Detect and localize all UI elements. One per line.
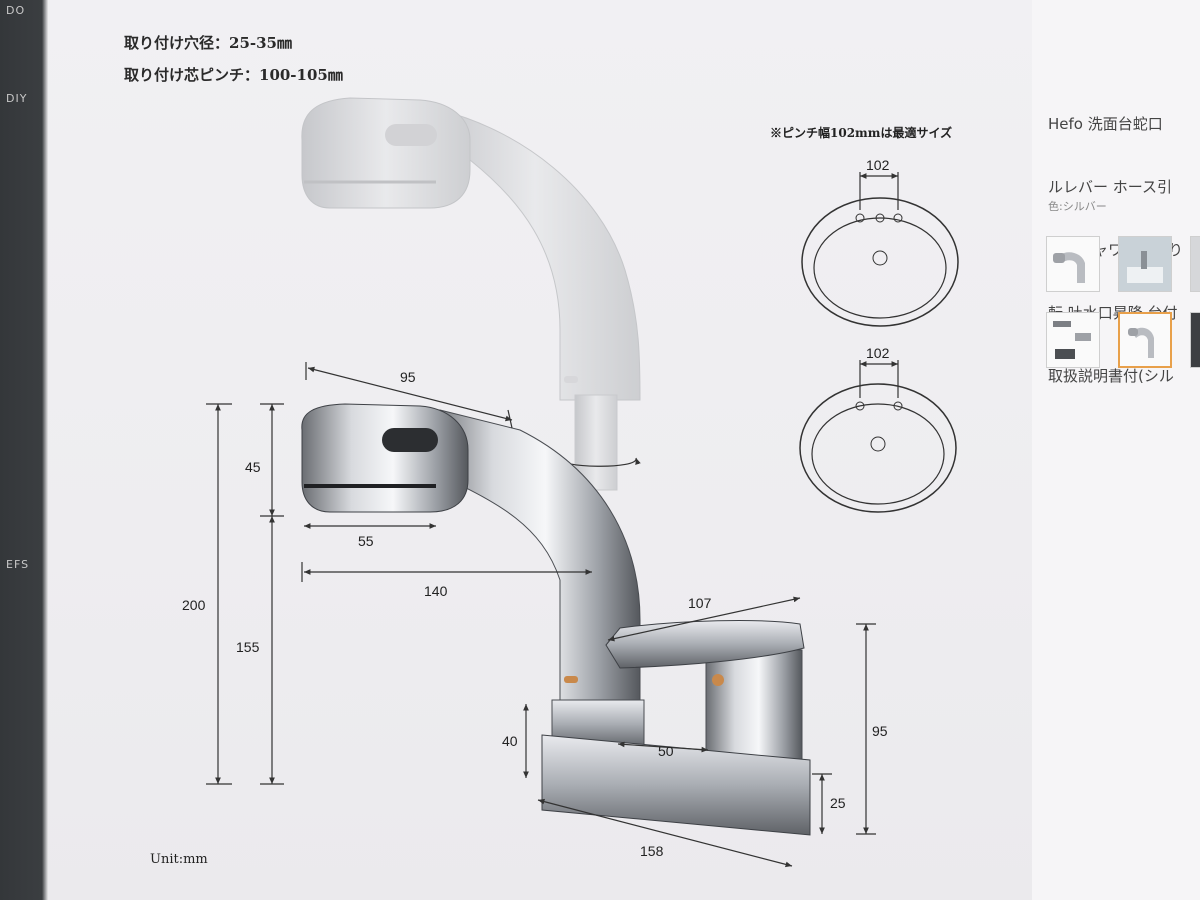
sink-bottom-diagram: 102	[799, 345, 957, 513]
thumbnail-1[interactable]	[1046, 236, 1100, 292]
faucet-dimension-diagram: 95 45 55 140 200 155 107 40 50 95 25 158…	[182, 97, 959, 868]
thumbnail-5[interactable]	[1118, 312, 1172, 368]
dim-label-total-height: 200	[182, 597, 206, 613]
product-title-line: ルレバー ホース引	[1048, 178, 1173, 196]
dimension-lines	[206, 362, 876, 868]
thumbnail-3[interactable]	[1190, 236, 1200, 292]
bathroom-thumb-icon	[1119, 237, 1171, 291]
product-title-line: Hefo 洗面台蛇口	[1048, 115, 1168, 133]
edge-text-do: DO	[6, 4, 26, 17]
product-info-panel: Hefo 洗面台蛇口 ルレバー ホース引 沫、シャワーが切り 転 吐水口昇降 台…	[1032, 0, 1200, 900]
product-title[interactable]: Hefo 洗面台蛇口 ルレバー ホース引 沫、シャワーが切り 転 吐水口昇降 台…	[1048, 72, 1200, 429]
edge-text-efs: EFS	[6, 558, 30, 571]
parts-thumb-icon	[1053, 321, 1091, 359]
dim-label-spout-reach-top: 95	[400, 369, 416, 385]
dim-label-lever-length: 107	[688, 595, 712, 611]
thumbnail-2[interactable]	[1118, 236, 1172, 292]
dim-label-head-height: 45	[245, 459, 261, 475]
dim-label-deck-height: 25	[830, 795, 846, 811]
pitch-spec: 取り付け芯ピンチ：100-105㎜	[124, 66, 343, 84]
faucet-illustration	[301, 403, 811, 836]
dim-label-base-height: 40	[502, 733, 518, 749]
dim-label-body-height: 95	[872, 723, 888, 739]
optimal-pitch-note: ※ピンチ幅102mmは最適サイズ	[770, 126, 953, 140]
hole-diameter-spec: 取り付け穴径：25-35㎜	[124, 34, 292, 52]
dim-label-spout-reach: 140	[424, 583, 448, 599]
faucet-detail-thumb-icon	[1128, 327, 1154, 358]
faucet-thumb-icon	[1053, 252, 1085, 283]
unit-label: Unit:mm	[150, 852, 208, 867]
partial-thumb-icon	[1191, 237, 1200, 291]
thumbnail-4[interactable]	[1046, 312, 1100, 368]
edge-text-diy: DIY	[6, 92, 28, 105]
sink-top-pitch-label: 102	[866, 157, 890, 173]
product-color-label: 色:シルバー	[1048, 200, 1107, 213]
dim-label-base-width: 158	[640, 843, 664, 859]
product-title-line: 取扱説明書付(シル	[1048, 367, 1174, 385]
sink-bottom-pitch-label: 102	[866, 345, 890, 361]
dim-label-spout-height: 155	[236, 639, 260, 655]
partial-thumb-icon	[1191, 313, 1200, 367]
dim-label-base-offset: 50	[658, 743, 674, 759]
sink-top-diagram: 102	[801, 157, 959, 327]
thumbnail-6[interactable]	[1190, 312, 1200, 368]
dim-label-head-width: 55	[358, 533, 374, 549]
